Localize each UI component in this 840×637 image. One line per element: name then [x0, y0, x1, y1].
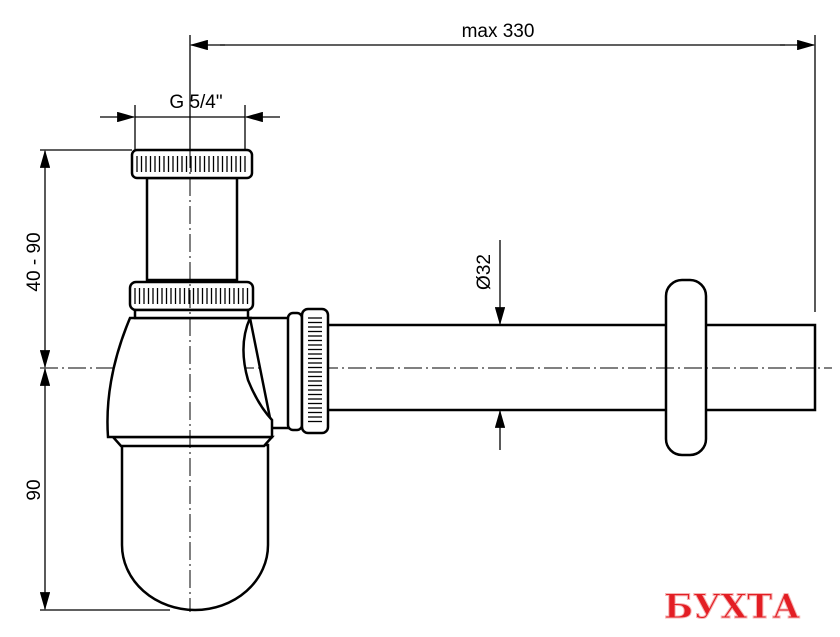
watermark-logo: БУХТА [664, 587, 800, 627]
riser-tube [145, 176, 239, 282]
max-length-label: max 330 [462, 21, 535, 42]
outlet-pipe [318, 278, 832, 457]
height-dimensions: 40 - 90 90 [24, 149, 170, 611]
diameter-label: Ø32 [474, 254, 495, 290]
side-nut [286, 307, 330, 435]
height-adjust-label: 40 - 90 [24, 232, 45, 291]
siphon-cup [120, 443, 270, 612]
thread-dimension: G 5/4" [100, 92, 280, 150]
max-length-dimension: max 330 [189, 21, 816, 312]
middle-nut [128, 280, 255, 320]
top-nut [130, 148, 254, 180]
depth-label: 90 [24, 479, 45, 500]
thread-label: G 5/4" [169, 92, 222, 113]
diameter-dimension: Ø32 [474, 240, 506, 450]
